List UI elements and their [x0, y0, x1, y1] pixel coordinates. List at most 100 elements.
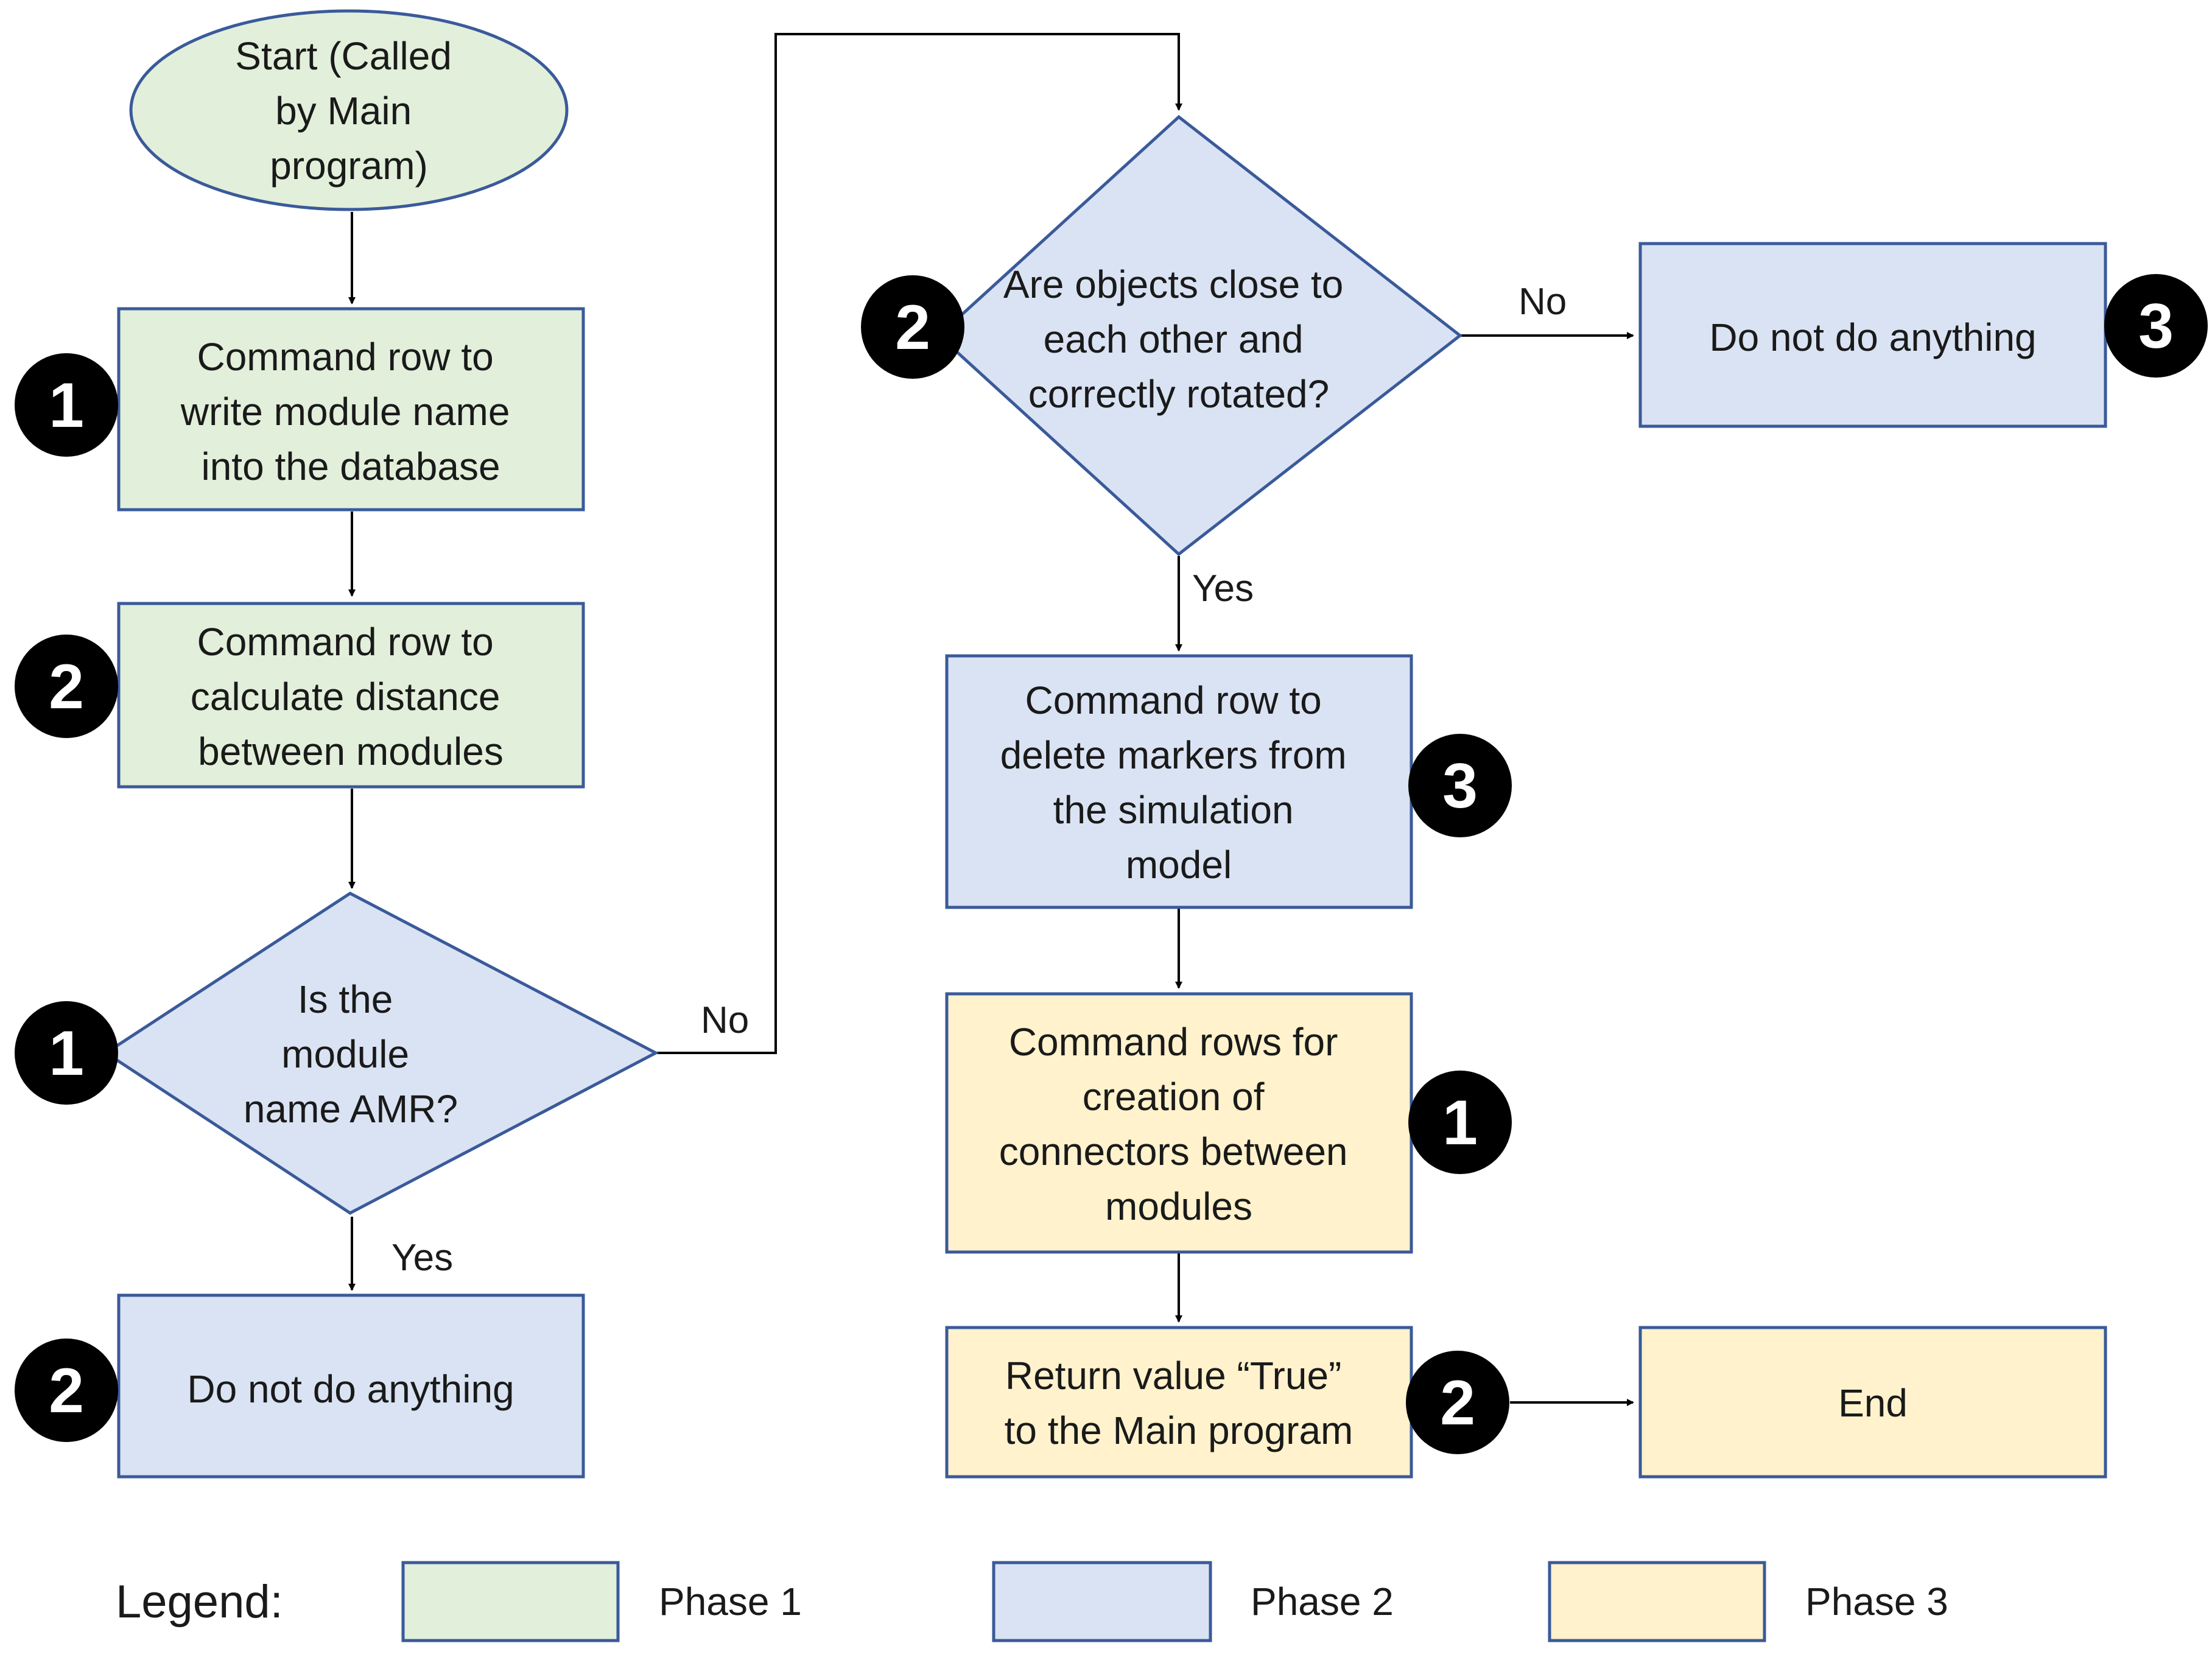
- badge-number: 2: [49, 652, 84, 722]
- delete-markers-line-3: the simulation: [1053, 788, 1294, 832]
- svg-text:Return value “True” to t: Return value “True” to the Main program: [1005, 1354, 1354, 1452]
- node-return-true: Return value “True” to the Main program: [945, 1326, 1413, 1479]
- badge-delete-markers: 3: [1408, 734, 1512, 837]
- node-is-amr: Is the module name AMR?: [103, 892, 659, 1215]
- end-box: [1638, 1326, 2107, 1479]
- badge-circle: [2104, 274, 2208, 378]
- badge-number: 1: [49, 1018, 84, 1089]
- svg-text:Is the module name: Is the module name AMR?: [244, 977, 458, 1131]
- create-connectors-line-3: connectors between: [999, 1130, 1348, 1173]
- node-start: Start (Called by Main program): [129, 9, 569, 211]
- is-amr-line-1: Is the: [298, 977, 393, 1021]
- edge-label-close-no: No: [1519, 281, 1567, 323]
- svg-text:Command rows for creatio: Command rows for creation of connectors …: [999, 1020, 1359, 1228]
- badge-write-module: 1: [15, 353, 118, 457]
- calc-distance-line-2: calculate distance: [191, 675, 500, 719]
- return-true-line-1: Return value “True”: [1005, 1354, 1342, 1398]
- badge-circle: [15, 1001, 118, 1105]
- legend-swatch-phase-3: [1548, 1561, 1766, 1642]
- badge-circle: [15, 1339, 118, 1442]
- calc-distance-line-3: between modules: [198, 730, 504, 773]
- badge-number: 2: [895, 292, 930, 363]
- badge-return-true: 2: [1406, 1351, 1509, 1454]
- is-amr-line-3: name AMR?: [244, 1087, 458, 1131]
- do-nothing-right-box: [1638, 242, 2107, 428]
- calc-distance-line-1: Command row to: [197, 620, 493, 664]
- badge-objects-close: 2: [861, 275, 964, 379]
- objects-close-line-1: Are objects close to: [1003, 262, 1344, 306]
- svg-text:Start (Called by Main: Start (Called by Main program): [235, 34, 462, 188]
- create-connectors-box: [945, 992, 1413, 1254]
- node-objects-close: Are objects close to each other and corr…: [936, 114, 1463, 557]
- svg-text:Command row to write mod: Command row to write module name into th…: [180, 335, 521, 488]
- badge-number: 3: [1442, 751, 1478, 821]
- badge-do-nothing-right: 3: [2104, 274, 2208, 378]
- legend: Legend: Phase 1 Phase 2 Phase 3: [116, 1561, 1948, 1642]
- edge-label-amr-no: No: [701, 999, 749, 1041]
- return-true-line-2: to the Main program: [1005, 1409, 1354, 1452]
- edge-amr-no: [656, 33, 1182, 1054]
- badge-circle: [861, 275, 964, 379]
- svg-text:Command row to delete ma: Command row to delete markers from the s…: [1000, 678, 1358, 887]
- legend-title: Legend:: [116, 1576, 283, 1628]
- legend-label-phase-2: Phase 2: [1251, 1580, 1394, 1624]
- create-connectors-line-1: Command rows for: [1009, 1020, 1338, 1064]
- start-line-1: Start (Called: [235, 34, 452, 78]
- edges: [348, 33, 1634, 1406]
- badge-create-connectors: 1: [1408, 1071, 1512, 1174]
- badge-calc-distance: 2: [15, 635, 118, 738]
- start-line-2: by Main: [275, 89, 412, 133]
- calc-distance-box: [117, 602, 585, 789]
- legend-swatch-phase-1: [401, 1561, 620, 1642]
- node-write-module: Command row to write module name into th…: [117, 307, 585, 512]
- badge-circle: [15, 353, 118, 457]
- is-amr-line-2: module: [281, 1032, 409, 1076]
- start-line-3: program): [270, 144, 428, 188]
- create-connectors-line-4: modules: [1105, 1184, 1252, 1228]
- badge-number: 1: [49, 370, 84, 441]
- node-do-nothing-left: Do not do anything: [117, 1293, 585, 1479]
- delete-markers-box: [945, 654, 1413, 909]
- badge-number: 1: [1442, 1088, 1478, 1158]
- start-ellipse: [129, 9, 569, 211]
- node-end: End: [1638, 1326, 2107, 1479]
- is-amr-diamond: [103, 892, 659, 1215]
- write-module-line-3: into the database: [201, 445, 500, 488]
- return-true-box: [945, 1326, 1413, 1479]
- end-text: End: [1838, 1381, 1908, 1425]
- delete-markers-line-1: Command row to: [1025, 678, 1321, 722]
- do-nothing-left-text: Do not do anything: [187, 1367, 514, 1411]
- badge-number: 2: [49, 1356, 84, 1426]
- node-calc-distance: Command row to calculate distance betwee…: [117, 602, 585, 789]
- svg-text:Are objects close to eac: Are objects close to each other and corr…: [1003, 262, 1354, 416]
- do-nothing-right-text: Do not do anything: [1709, 315, 2036, 359]
- node-do-nothing-right: Do not do anything: [1638, 242, 2107, 428]
- legend-label-phase-1: Phase 1: [659, 1580, 802, 1624]
- badge-do-nothing-left: 2: [15, 1339, 118, 1442]
- delete-markers-line-4: model: [1126, 843, 1232, 887]
- create-connectors-line-2: creation of: [1083, 1075, 1265, 1119]
- badge-circle: [15, 635, 118, 738]
- badge-circle: [1408, 1071, 1512, 1174]
- badge-circle: [1408, 734, 1512, 837]
- objects-close-line-2: each other and: [1044, 317, 1304, 361]
- legend-swatch-phase-2: [992, 1561, 1212, 1642]
- legend-label-phase-3: Phase 3: [1805, 1580, 1948, 1624]
- delete-markers-line-2: delete markers from: [1000, 733, 1347, 777]
- svg-text:Command row to calculate: Command row to calculate distance betwee…: [191, 620, 511, 773]
- edge-label-close-yes: Yes: [1192, 568, 1254, 610]
- badge-number: 3: [2138, 291, 2174, 362]
- write-module-line-1: Command row to: [197, 335, 493, 379]
- objects-close-line-3: correctly rotated?: [1028, 372, 1329, 416]
- node-create-connectors: Command rows for creation of connectors …: [945, 992, 1413, 1254]
- write-module-box: [117, 307, 585, 512]
- write-module-line-2: write module name: [180, 390, 510, 434]
- objects-close-diamond: [936, 114, 1463, 557]
- edge-label-amr-yes: Yes: [391, 1237, 453, 1279]
- do-nothing-left-box: [117, 1293, 585, 1479]
- badge-number: 2: [1440, 1368, 1475, 1438]
- badge-circle: [1406, 1351, 1509, 1454]
- node-delete-markers: Command row to delete markers from the s…: [945, 654, 1413, 909]
- badge-is-amr: 1: [15, 1001, 118, 1105]
